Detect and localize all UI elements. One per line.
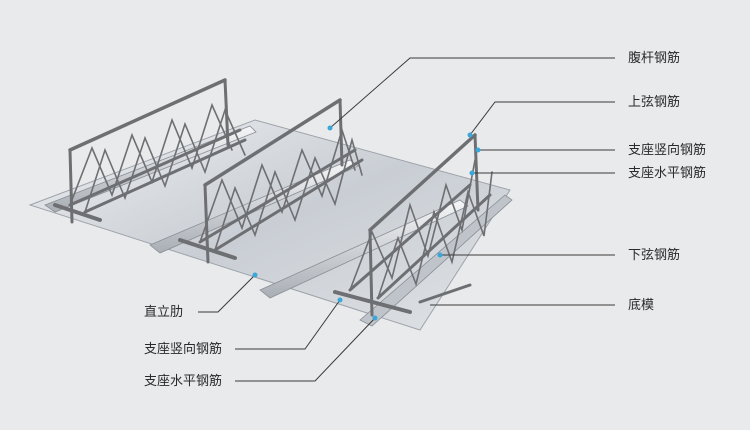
leader-lines <box>198 57 615 382</box>
label-support-horizontal-rebar-right: 支座水平钢筋 <box>628 166 707 181</box>
label-support-vertical-rebar-left: 支座竖向钢筋 <box>144 342 223 357</box>
pointer-dots <box>252 125 481 321</box>
leader-web <box>329 57 615 129</box>
leader-support-vertical-left <box>235 299 341 350</box>
label-top-chord-rebar: 上弦钢筋 <box>628 95 681 110</box>
leader-support-horizontal-left <box>235 317 376 382</box>
label-support-horizontal-rebar-left: 支座水平钢筋 <box>144 374 223 389</box>
truss-3 <box>333 133 493 317</box>
label-base-form: 底模 <box>628 298 655 313</box>
truss-2 <box>178 98 364 264</box>
truss-1 <box>53 78 247 224</box>
label-web-rebar: 腹杆钢筋 <box>628 51 681 66</box>
leader-upright-rib <box>198 274 256 313</box>
leader-top-chord <box>469 101 615 136</box>
label-upright-rib: 直立肋 <box>144 305 184 320</box>
label-support-vertical-rebar-right: 支座竖向钢筋 <box>628 143 707 158</box>
label-bottom-chord-rebar: 下弦钢筋 <box>628 248 681 263</box>
deck-sheet <box>28 119 513 331</box>
